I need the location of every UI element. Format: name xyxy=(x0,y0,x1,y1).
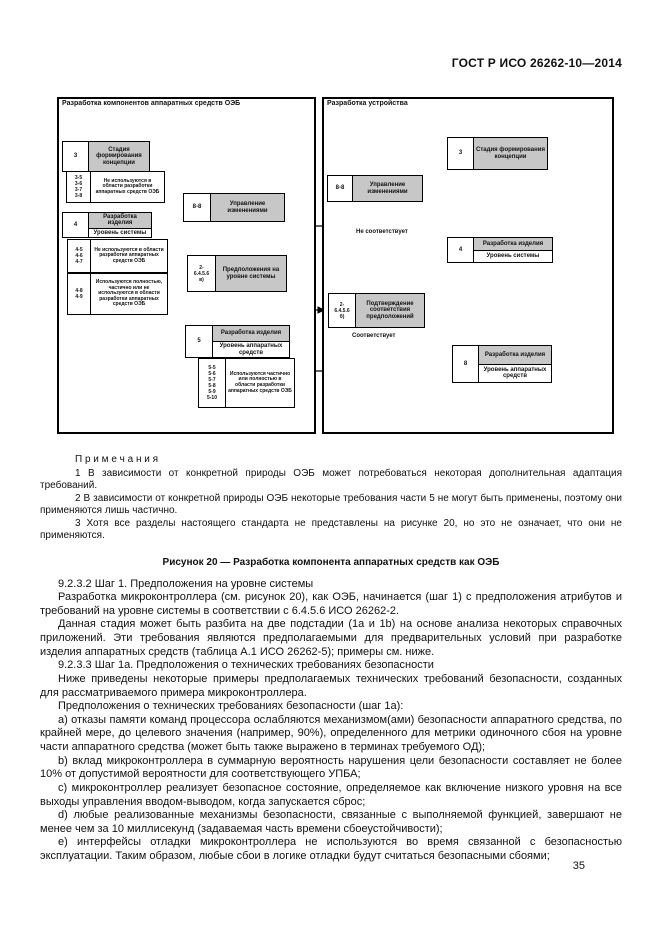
node-label: Используются частично или полностью в об… xyxy=(228,370,292,394)
note-item: 2 В зависимости от конкретной природы ОЭ… xyxy=(40,492,622,517)
body-paragraph-list-a: a) отказы памяти команд процессора ослаб… xyxy=(40,713,622,753)
panel-title-item: Разработка устройства xyxy=(327,100,408,107)
document-header: ГОСТ Р ИСО 26262-10—2014 xyxy=(451,56,622,70)
node-concept-phase-seooc: 3 Стадия формирования концепции xyxy=(62,141,150,172)
node-label: Подтверждение соответствия предположений xyxy=(356,294,424,327)
node-number: 8 xyxy=(453,346,479,382)
notes-block: П р и м е ч а н и я 1 В зависимости от к… xyxy=(40,454,622,543)
node-change-management-item: 8-8 Управление изменениями xyxy=(327,175,423,202)
node-product-dev-system-seooc: 4 Разработка изделия Уровень системы xyxy=(62,212,152,238)
node-concept-clauses-not-used: 3-5 3-6 3-7 3-8 Не используются в област… xyxy=(66,171,165,203)
body-paragraph: Разработка микроконтроллера (см. рисунок… xyxy=(40,591,622,617)
node-label: Уровень системы xyxy=(486,253,540,260)
node-number: 5 xyxy=(186,326,213,357)
body-paragraph-list-c: c) микроконтроллер реализует безопасное … xyxy=(40,781,622,808)
body-paragraph: Данная стадия может быть разбита на две … xyxy=(40,618,622,658)
edge-label-no-match: Не соответствует xyxy=(356,229,408,235)
node-number: 8-8 xyxy=(328,176,353,201)
node-number: 4 xyxy=(448,238,474,262)
node-concept-phase-item: 3 Стадия формирования концепции xyxy=(447,137,548,170)
node-system-clauses-not-used: 4-5 4-6 4-7 Не используются в области ра… xyxy=(67,239,168,273)
node-label: Разработка изделия xyxy=(213,326,289,342)
node-label: Стадия формирования концепции xyxy=(89,142,149,171)
node-label: Уровень аппаратных средств xyxy=(483,366,547,380)
node-label: Стадия формирования концепции xyxy=(474,138,547,169)
node-hardware-clauses-used: 5-5 5-6 5-7 5-8 5-9 5-10 Используются ча… xyxy=(198,358,295,408)
node-label: Не используются в области разработки апп… xyxy=(95,177,160,195)
node-label: Не используются в области разработки апп… xyxy=(94,246,164,264)
node-label: Управление изменениями xyxy=(211,194,284,221)
node-number: 4-8 4-9 xyxy=(68,274,91,314)
notes-title: П р и м е ч а н и я xyxy=(75,454,159,465)
figure-caption: Рисунок 20 — Разработка компонента аппар… xyxy=(162,556,500,568)
node-label: Уровень системы xyxy=(93,229,147,236)
node-label: Разработка изделия xyxy=(479,346,551,365)
node-system-clauses-used: 4-8 4-9 Используются полностью, частично… xyxy=(67,273,168,315)
body-paragraph: Предположения о технических требованиях … xyxy=(58,700,404,713)
node-label: Разработка изделия xyxy=(474,238,552,251)
body-paragraph-list-b: b) вклад микроконтроллера в суммарную ве… xyxy=(40,754,622,781)
node-number: 2- 6.4.5.6 в) xyxy=(188,256,216,291)
node-assumptions-system-level: 2- 6.4.5.6 в) Предположения на уровне си… xyxy=(187,255,287,292)
node-product-dev-hardware-item: 8 Разработка изделия Уровень аппаратных … xyxy=(452,345,552,383)
node-confirm-assumptions: 2- 6.4.5.6 б) Подтверждение соответствия… xyxy=(328,293,425,328)
node-label: Управление изменениями xyxy=(353,176,422,201)
note-item: 1 В зависимости от конкретной природы ОЭ… xyxy=(40,467,622,492)
node-number: 3 xyxy=(63,142,89,171)
body-paragraph: Ниже приведены некоторые примеры предпол… xyxy=(40,672,622,699)
node-product-dev-system-item: 4 Разработка изделия Уровень системы xyxy=(447,237,553,263)
figure-20-diagram: Разработка компонентов аппаратных средст… xyxy=(0,90,661,440)
node-number: 5-5 5-6 5-7 5-8 5-9 5-10 xyxy=(199,359,226,407)
body-paragraph-list-e: e) интерфейсы отладки микроконтроллера н… xyxy=(40,836,622,862)
section-heading: 9.2.3.2 Шаг 1. Предположения на уровне с… xyxy=(58,577,314,590)
node-number: 3-5 3-6 3-7 3-8 xyxy=(67,172,91,202)
node-label: Предположения на уровне системы xyxy=(216,256,286,291)
node-product-dev-hardware-seooc: 5 Разработка изделия Уровень аппаратных … xyxy=(185,325,290,358)
panel-title-seooc: Разработка компонентов аппаратных средст… xyxy=(62,100,241,107)
node-number: 3 xyxy=(448,138,474,169)
body-paragraph-list-d: d) любые реализованные механизмы безопас… xyxy=(40,809,622,835)
node-number: 4 xyxy=(63,213,89,237)
node-label: Используются полностью, частично или не … xyxy=(95,279,163,308)
node-number: 4-5 4-6 4-7 xyxy=(68,240,91,272)
note-item: 3 Хотя все разделы настоящего стандарта … xyxy=(40,517,622,542)
node-number: 8-8 xyxy=(184,194,211,221)
node-change-management-seooc: 8-8 Управление изменениями xyxy=(183,193,285,222)
node-label: Уровень аппаратных средств xyxy=(219,343,283,356)
edge-label-match: Соответствует xyxy=(352,333,396,339)
node-number: 2- 6.4.5.6 б) xyxy=(329,294,356,327)
section-heading: 9.2.3.3 Шаг 1a. Предположения о техничес… xyxy=(58,659,434,672)
page-number: 35 xyxy=(572,860,585,872)
node-label: Разработка изделия xyxy=(89,213,151,229)
